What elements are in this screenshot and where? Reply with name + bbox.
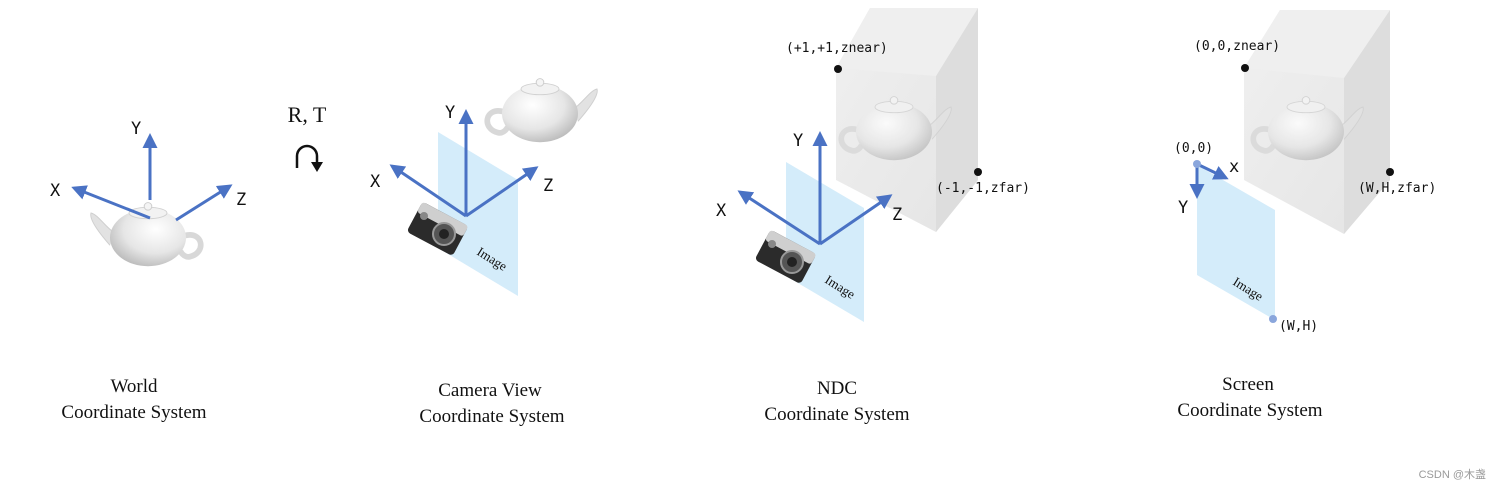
screen-near-point bbox=[1241, 64, 1249, 72]
world-z-axis bbox=[175, 184, 233, 222]
world-x-label: X bbox=[50, 181, 61, 201]
ndc-caption-line2: Coordinate System bbox=[764, 404, 909, 425]
screen-x-axis bbox=[1196, 162, 1229, 180]
world-z-label: Z bbox=[236, 190, 246, 210]
screen-caption-line2: Coordinate System bbox=[1177, 400, 1322, 421]
screen-y-label: Y bbox=[1178, 198, 1188, 218]
ndc-z-label: Z bbox=[892, 205, 902, 225]
world-caption-line1: World bbox=[110, 376, 158, 397]
screen-far-label: (W,H,zfar) bbox=[1358, 181, 1436, 196]
screen-near-label: (0,0,znear) bbox=[1194, 39, 1280, 54]
ndc-caption-line1: NDC bbox=[817, 378, 857, 399]
panel-screen: (0,0) (0,0,znear) (W,H,zfar) (W,H) x Y I… bbox=[1174, 10, 1436, 421]
world-caption-line2: Coordinate System bbox=[61, 402, 206, 423]
panel-camera: Y X Z Image Camera View Coordinate Syste… bbox=[370, 79, 597, 427]
screen-image-corner-point bbox=[1269, 315, 1277, 323]
teapot-icon bbox=[91, 203, 201, 267]
transform-group: R, T bbox=[288, 102, 327, 172]
camera-y-label: Y bbox=[445, 103, 455, 123]
rotate-arrow-icon bbox=[295, 144, 323, 172]
screen-origin-label: (0,0) bbox=[1174, 141, 1213, 156]
camera-caption-line1: Camera View bbox=[438, 380, 542, 401]
screen-caption-line1: Screen bbox=[1222, 374, 1274, 395]
ndc-far-label: (-1,-1,zfar) bbox=[936, 181, 1030, 196]
teapot-icon bbox=[487, 79, 597, 143]
screen-image-corner-label: (W,H) bbox=[1279, 319, 1318, 334]
camera-z-axis bbox=[465, 166, 539, 218]
world-x-axis bbox=[71, 185, 151, 220]
world-y-label: Y bbox=[131, 119, 141, 139]
ndc-x-label: X bbox=[716, 201, 727, 221]
camera-z-label: Z bbox=[543, 176, 553, 196]
screen-far-point bbox=[1386, 168, 1394, 176]
screen-origin-point bbox=[1193, 160, 1201, 168]
panel-world: Y X Z World Coordinate System bbox=[50, 119, 246, 423]
screen-cube bbox=[1244, 10, 1390, 234]
ndc-x-axis bbox=[737, 190, 821, 246]
ndc-y-label: Y bbox=[793, 131, 803, 151]
camera-caption-line2: Coordinate System bbox=[419, 406, 564, 427]
ndc-far-point bbox=[974, 168, 982, 176]
ndc-near-label: (+1,+1,znear) bbox=[786, 41, 888, 56]
ndc-near-point bbox=[834, 65, 842, 73]
transform-label: R, T bbox=[288, 102, 327, 127]
camera-x-label: X bbox=[370, 172, 381, 192]
camera-image-plane bbox=[438, 132, 518, 296]
screen-image-plane bbox=[1197, 165, 1275, 320]
camera-x-axis bbox=[389, 164, 467, 218]
watermark: CSDN @木盏 bbox=[1418, 469, 1486, 481]
ndc-z-axis bbox=[819, 194, 893, 246]
panel-ndc: (+1,+1,znear) (-1,-1,zfar) Y X Z Image N… bbox=[716, 8, 1030, 425]
screen-x-label: x bbox=[1229, 157, 1239, 177]
